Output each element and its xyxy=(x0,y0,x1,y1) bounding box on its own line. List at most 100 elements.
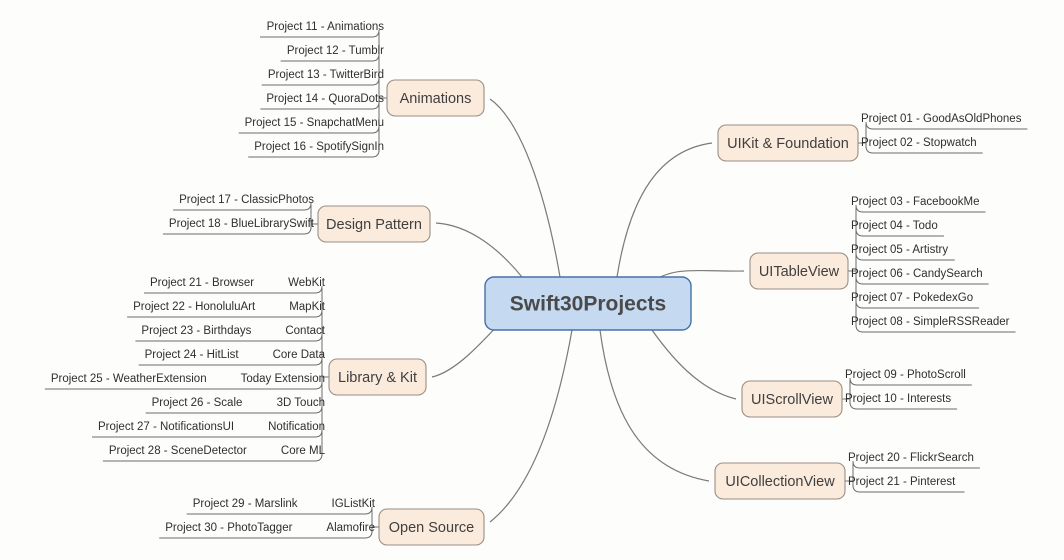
branch-node-uitableview[interactable]: UITableView xyxy=(749,252,849,290)
leaf-name-label: Project 17 - ClassicPhotos xyxy=(179,194,314,206)
leaf-name-label: Project 02 - Stopwatch xyxy=(861,137,977,149)
leaf-underline xyxy=(248,149,380,158)
leaf-item[interactable]: Project 02 - Stopwatch xyxy=(861,137,983,154)
branch-node-box[interactable] xyxy=(714,462,846,500)
leaf-name-label: Project 16 - SpotifySignIn xyxy=(254,141,384,153)
branch-node-label: UIKit & Foundation xyxy=(727,136,849,152)
branch-node-design-pattern[interactable]: Design Pattern xyxy=(317,205,431,243)
leaf-item[interactable]: Project 13 - TwitterBird xyxy=(261,69,384,86)
leaf-item[interactable]: Project 14 - QuoraDots xyxy=(260,93,384,110)
branch-node-box[interactable] xyxy=(317,205,431,243)
leaf-item[interactable]: Project 21 - Pinterest xyxy=(848,476,965,493)
leaf-item[interactable]: Today Extension Project 25 - WeatherExten… xyxy=(44,373,325,390)
leaf-underline xyxy=(44,381,323,390)
leaf-item[interactable]: Project 10 - Interests xyxy=(845,393,958,410)
leaf-item[interactable]: Project 11 - Animations xyxy=(259,21,384,38)
leaf-name-label: Project 15 - SnapchatMenu xyxy=(245,117,384,129)
connector-uiscrollview xyxy=(644,319,737,400)
leaf-item[interactable]: Project 03 - FacebookMe xyxy=(851,196,986,213)
branch-node-library-and-kit[interactable]: Library & Kit xyxy=(328,358,427,396)
leaf-item[interactable]: IGListKit Project 29 - Marslink xyxy=(186,498,376,515)
leaf-name-label: Project 29 - Marslink xyxy=(193,498,298,510)
center-node[interactable]: Swift30Projects xyxy=(484,276,692,331)
leaf-item[interactable]: Project 05 - Artistry xyxy=(851,244,955,261)
leaf-name-label: Project 18 - BlueLibrarySwift xyxy=(169,218,315,230)
branch-node-box[interactable] xyxy=(717,124,859,162)
leaf-tech-label: Core ML xyxy=(281,445,326,457)
leaf-item[interactable]: Project 15 - SnapchatMenu xyxy=(238,117,384,134)
leaf-item[interactable]: Project 16 - SpotifySignIn xyxy=(248,141,384,158)
leaf-item[interactable]: Project 20 - FlickrSearch xyxy=(848,452,980,469)
leaf-name-label: Project 25 - WeatherExtension xyxy=(51,373,207,385)
center-node-box[interactable] xyxy=(484,276,692,331)
branch-node-box[interactable] xyxy=(749,252,849,290)
leaf-underline xyxy=(855,276,989,285)
leaf-name-label: Project 28 - SceneDetector xyxy=(109,445,247,457)
leaf-name-label: Project 22 - HonoluluArt xyxy=(133,301,256,313)
branch-node-box[interactable] xyxy=(386,79,485,117)
leaf-underline xyxy=(162,226,312,235)
leaf-name-label: Project 12 - Tumblr xyxy=(287,45,384,57)
branch-node-label: UICollectionView xyxy=(725,474,835,490)
leaf-item[interactable]: Project 06 - CandySearch xyxy=(851,268,989,285)
leaf-tech-label: 3D Touch xyxy=(277,397,325,409)
branch-node-box[interactable] xyxy=(741,380,843,418)
leaf-underline xyxy=(865,121,1028,130)
branch-node-animations[interactable]: Animations xyxy=(386,79,485,117)
leaf-item[interactable]: Contact Project 23 - Birthdays xyxy=(135,325,326,342)
leaf-name-label: Project 09 - PhotoScroll xyxy=(845,369,966,381)
leaf-item[interactable]: Core ML Project 28 - SceneDetector xyxy=(102,445,326,462)
leaf-underline xyxy=(127,309,323,318)
leaf-underline xyxy=(855,228,944,237)
leaf-name-label: Project 23 - Birthdays xyxy=(141,325,251,337)
branch-node-label: Open Source xyxy=(389,520,474,536)
branch-node-uikit-and-foundation[interactable]: UIKit & Foundation xyxy=(717,124,859,162)
branch-node-box[interactable] xyxy=(328,358,427,396)
branch-node-box[interactable] xyxy=(378,508,485,546)
leaf-item[interactable]: Project 09 - PhotoScroll xyxy=(845,369,972,386)
leaf-underline xyxy=(159,530,373,539)
branch-node-label: Animations xyxy=(400,91,472,107)
leaf-item[interactable]: Project 07 - PokedexGo xyxy=(851,292,980,309)
leaf-name-label: Project 27 - NotificationsUI xyxy=(98,421,234,433)
leaf-name-label: Project 06 - CandySearch xyxy=(851,268,983,280)
leaf-name-label: Project 10 - Interests xyxy=(845,393,951,405)
leaf-underline xyxy=(849,401,958,410)
leaf-name-label: Project 14 - QuoraDots xyxy=(266,93,384,105)
leaf-item[interactable]: Project 17 - ClassicPhotos xyxy=(173,194,314,211)
branch-node-uiscrollview[interactable]: UIScrollView xyxy=(741,380,843,418)
leaf-underline xyxy=(280,53,380,62)
connector-animations xyxy=(489,98,561,278)
leaf-underline xyxy=(143,285,323,294)
leaf-underline xyxy=(91,429,323,438)
leaf-name-label: Project 21 - Browser xyxy=(150,277,254,289)
leaf-tech-label: IGListKit xyxy=(332,498,376,510)
leaf-tech-label: Today Extension xyxy=(241,373,325,385)
leaf-item[interactable]: Project 01 - GoodAsOldPhones xyxy=(861,113,1028,130)
leaf-item[interactable]: Project 04 - Todo xyxy=(851,220,944,237)
branch-node-uicollectionview[interactable]: UICollectionView xyxy=(714,462,846,500)
leaf-item[interactable]: Project 18 - BlueLibrarySwift xyxy=(162,218,315,235)
leaf-name-label: Project 04 - Todo xyxy=(851,220,938,232)
branch-node-open-source[interactable]: Open Source xyxy=(378,508,485,546)
leaf-underline xyxy=(259,29,380,38)
leaf-underline xyxy=(186,506,373,515)
leaf-tech-label: Contact xyxy=(285,325,325,337)
leaf-name-label: Project 03 - FacebookMe xyxy=(851,196,979,208)
leaf-item[interactable]: Project 12 - Tumblr xyxy=(280,45,385,62)
leaf-name-label: Project 07 - PokedexGo xyxy=(851,292,973,304)
leaf-underline xyxy=(855,300,980,309)
leaf-item[interactable]: Project 08 - SimpleRSSReader xyxy=(851,316,1016,333)
